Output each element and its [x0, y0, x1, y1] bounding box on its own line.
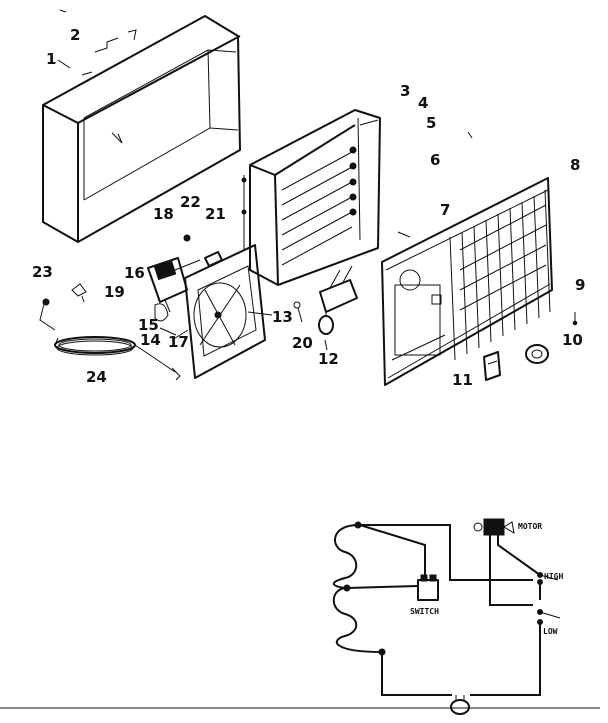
label-low: LOW — [543, 627, 558, 636]
callout-20: 20 — [292, 334, 313, 352]
callout-2: 2 — [70, 26, 80, 44]
switch-symbol — [343, 524, 439, 601]
heating-element-coil-upper — [332, 524, 359, 589]
fan-motor — [147, 257, 201, 313]
callout-1: 1 — [46, 50, 56, 68]
cabinet-housing — [42, 15, 241, 243]
clip-parts — [59, 9, 137, 76]
thermostat — [318, 265, 358, 335]
callout-9: 9 — [575, 276, 585, 294]
plug-symbol — [450, 695, 470, 715]
fan-blade — [154, 303, 177, 336]
label-motor: MOTOR — [518, 522, 542, 531]
callout-17: 17 — [168, 333, 189, 351]
callout-8: 8 — [570, 156, 580, 174]
fan-frame — [184, 244, 266, 379]
callout-10: 10 — [562, 331, 583, 349]
motor-symbol — [473, 518, 541, 606]
callout-5: 5 — [426, 114, 436, 132]
terminal-high — [537, 572, 559, 600]
heating-element-assembly — [241, 109, 381, 286]
callout-21: 21 — [205, 205, 226, 223]
knob — [525, 344, 549, 364]
front-grille — [381, 177, 553, 386]
power-cord — [39, 298, 181, 381]
callout-23: 23 — [32, 263, 53, 281]
screw-20 — [293, 301, 303, 323]
leader-lines — [57, 59, 473, 351]
fasteners-21-22 — [183, 234, 223, 267]
callout-13: 13 — [272, 308, 293, 326]
callout-16: 16 — [124, 264, 145, 282]
callout-numbers: 1 2 3 4 5 6 7 8 9 10 11 12 13 14 15 16 1… — [32, 26, 585, 389]
callout-19: 19 — [104, 283, 125, 301]
rocker-switch — [483, 351, 501, 381]
cord-clip — [71, 283, 87, 303]
callout-14: 14 — [140, 331, 161, 349]
label-high: HIGH — [544, 572, 563, 581]
callout-4: 4 — [418, 94, 428, 112]
terminal-low — [537, 609, 561, 680]
callout-7: 7 — [440, 201, 450, 219]
callout-11: 11 — [452, 371, 473, 389]
wiring-diagram: MOTOR SWITCH HIGH LOW — [332, 518, 563, 715]
callout-6: 6 — [430, 151, 440, 169]
callout-22: 22 — [180, 193, 201, 211]
callout-24: 24 — [86, 368, 107, 386]
heating-element-coil-lower — [332, 587, 383, 653]
callout-3: 3 — [400, 82, 410, 100]
callout-18: 18 — [153, 205, 174, 223]
label-switch: SWITCH — [410, 607, 439, 616]
callout-15: 15 — [138, 316, 159, 334]
screw — [572, 312, 578, 326]
callout-12: 12 — [318, 350, 339, 368]
